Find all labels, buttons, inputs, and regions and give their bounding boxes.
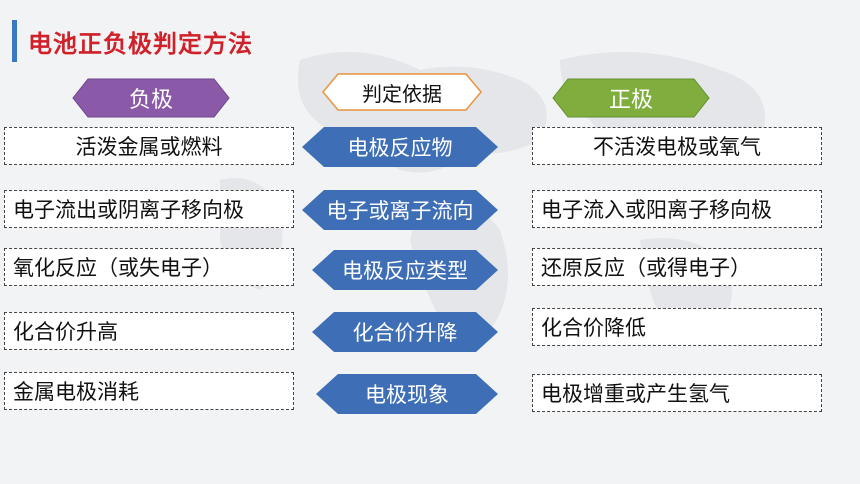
double-arrow-shape <box>302 190 498 230</box>
page-title: 电池正负极判定方法 <box>28 30 253 58</box>
criterion-label: 化合价升降 <box>352 321 458 345</box>
positive-cell: 电子流入或阳离子移向极 <box>532 190 822 228</box>
double-arrow-shape <box>312 250 498 290</box>
basis-header: 判定依据 <box>322 73 482 111</box>
negative-cell: 活泼金属或燃料 <box>4 127 294 165</box>
positive-header: 正极 <box>552 78 710 118</box>
negative-cell: 金属电极消耗 <box>4 372 294 410</box>
criterion-arrow: 电子或离子流向 <box>302 190 498 230</box>
criterion-label: 电极反应物 <box>347 136 453 160</box>
positive-cell: 电极增重或产生氢气 <box>532 374 822 412</box>
criterion-label: 电子或离子流向 <box>326 199 474 223</box>
hexagon-outline-shape <box>322 73 482 111</box>
negative-cell: 电子流出或阴离子移向极 <box>4 190 294 228</box>
positive-cell: 不活泼电极或氧气 <box>532 127 822 165</box>
positive-cell: 化合价降低 <box>532 308 822 346</box>
hexagon-shape <box>552 78 710 118</box>
positive-header-label: 正极 <box>608 88 653 113</box>
title-accent-bar <box>12 20 17 62</box>
double-arrow-shape <box>316 374 498 414</box>
criterion-arrow: 电极反应物 <box>302 127 498 167</box>
double-arrow-shape <box>312 312 498 352</box>
negative-header-label: 负极 <box>128 88 173 113</box>
hexagon-shape <box>72 78 230 118</box>
criterion-label: 电极现象 <box>365 383 449 407</box>
negative-cell: 化合价升高 <box>4 312 294 350</box>
criterion-arrow: 电极反应类型 <box>312 250 498 290</box>
double-arrow-shape <box>302 127 498 167</box>
negative-cell: 氧化反应（或失电子） <box>4 248 294 286</box>
basis-header-label: 判定依据 <box>362 81 442 106</box>
criterion-arrow: 化合价升降 <box>312 312 498 352</box>
criterion-arrow: 电极现象 <box>316 374 498 414</box>
positive-cell: 还原反应（或得电子） <box>532 248 822 286</box>
negative-header: 负极 <box>72 78 230 118</box>
criterion-label: 电极反应类型 <box>342 259 468 283</box>
